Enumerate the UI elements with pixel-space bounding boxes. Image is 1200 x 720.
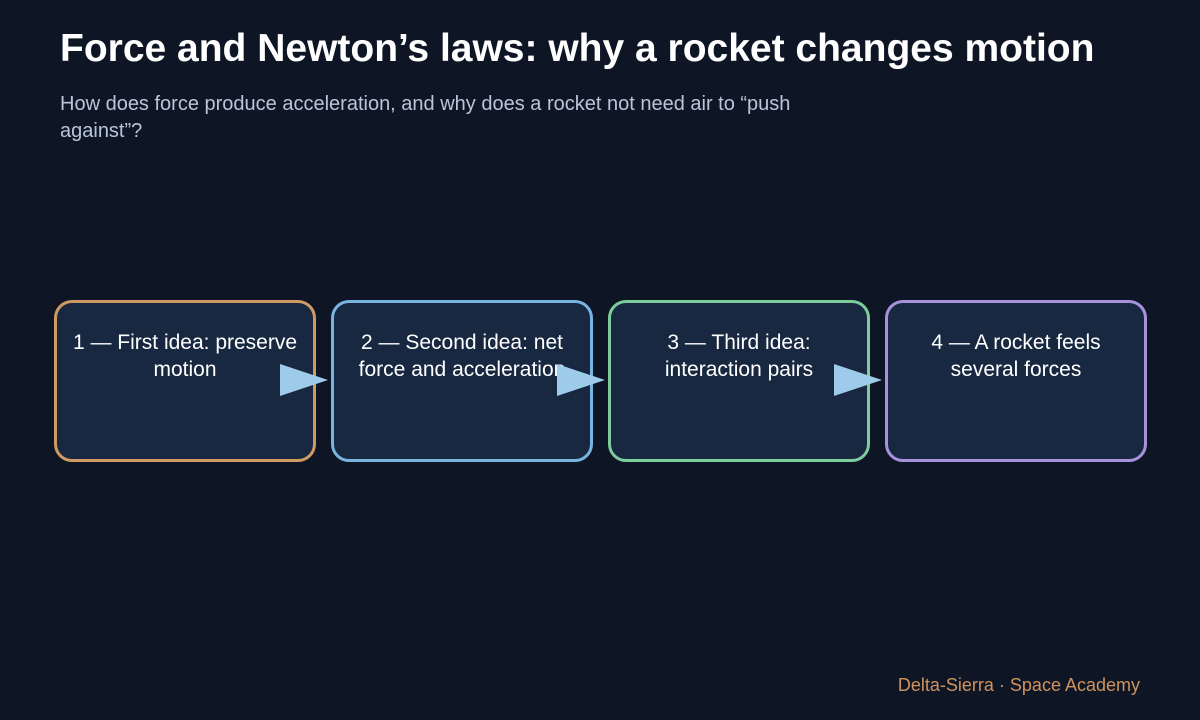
page-title: Force and Newton’s laws: why a rocket ch… [60,27,1095,70]
page-subtitle: How does force produce acceleration, and… [60,93,791,142]
footer-credit: Delta-Sierra · Space Academy [897,675,1140,695]
step-label-4: 4 — A rocket feels several forces [931,331,1101,381]
step-box-3: 3 — Third idea: interaction pairs [608,300,870,462]
step-box-4: 4 — A rocket feels several forces [885,300,1147,462]
step-label-1: 1 — First idea: preserve motion [72,331,298,381]
step-label-3: 3 — Third idea: interaction pairs [664,331,814,381]
step-box-2: 2 — Second idea: net force and accelerat… [331,300,593,462]
step-label-2: 2 — Second idea: net force and accelerat… [358,331,566,381]
step-box-1: 1 — First idea: preserve motion [54,300,316,462]
